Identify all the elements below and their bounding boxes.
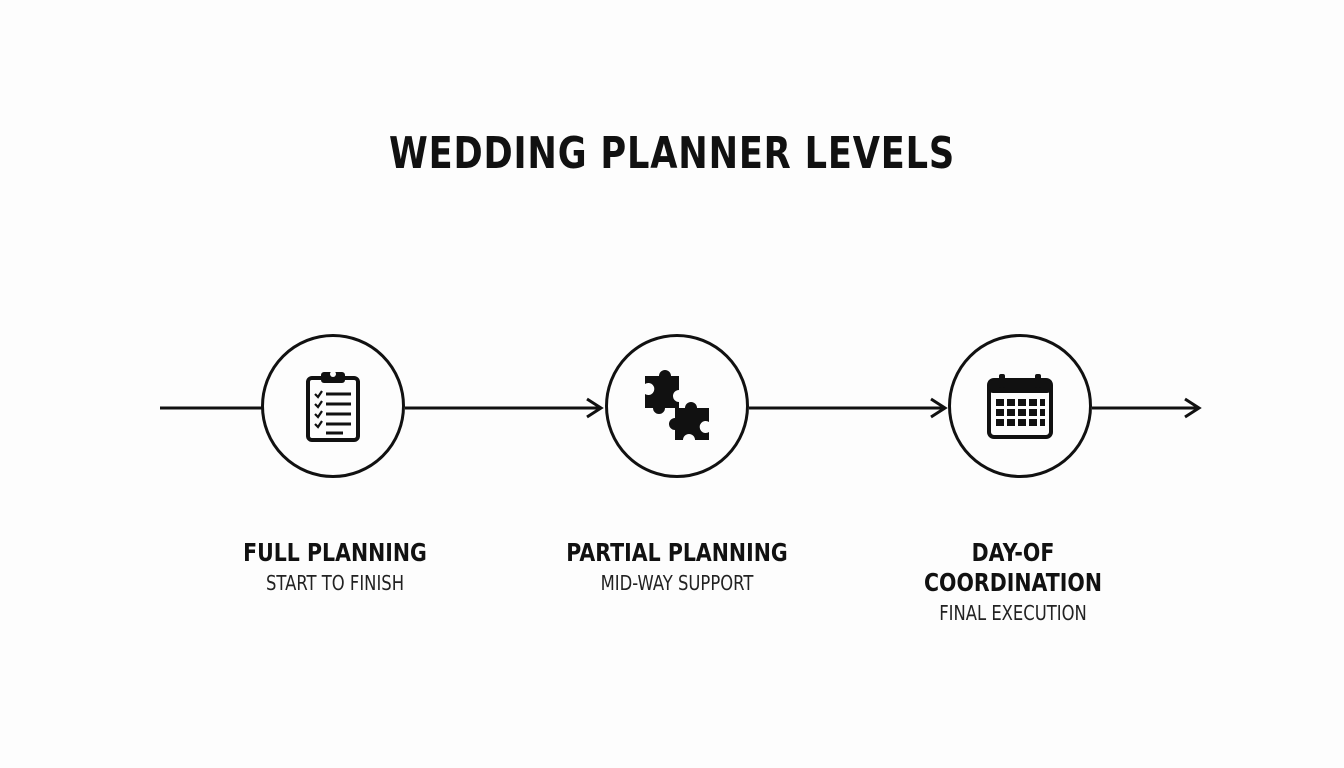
level-subtitle: MID-WAY SUPPORT <box>600 571 754 595</box>
arrowhead-1-2 <box>586 397 604 419</box>
level-title: PARTIAL PLANNING <box>566 538 788 567</box>
level-node-full-planning <box>261 334 405 478</box>
level-caption-partial-planning: PARTIAL PLANNING MID-WAY SUPPORT <box>517 538 837 596</box>
puzzle-pieces-icon <box>645 370 709 440</box>
level-title: DAY-OF COORDINATION <box>924 538 1102 597</box>
level-caption-full-planning: FULL PLANNING START TO FINISH <box>175 538 495 596</box>
level-title: FULL PLANNING <box>243 538 427 567</box>
level-node-day-of-coordination <box>948 334 1092 478</box>
level-subtitle: START TO FINISH <box>265 571 405 595</box>
level-node-partial-planning <box>605 334 749 478</box>
level-caption-day-of-coordination: DAY-OF COORDINATION FINAL EXECUTION <box>853 538 1173 626</box>
arrowhead-2-3 <box>930 397 948 419</box>
arrowhead-end <box>1184 397 1202 419</box>
diagram-title: WEDDING PLANNER LEVELS <box>389 128 955 179</box>
level-subtitle: FINAL EXECUTION <box>939 601 1087 625</box>
clipboard-checklist-icon <box>306 371 360 442</box>
calendar-icon <box>987 374 1053 439</box>
